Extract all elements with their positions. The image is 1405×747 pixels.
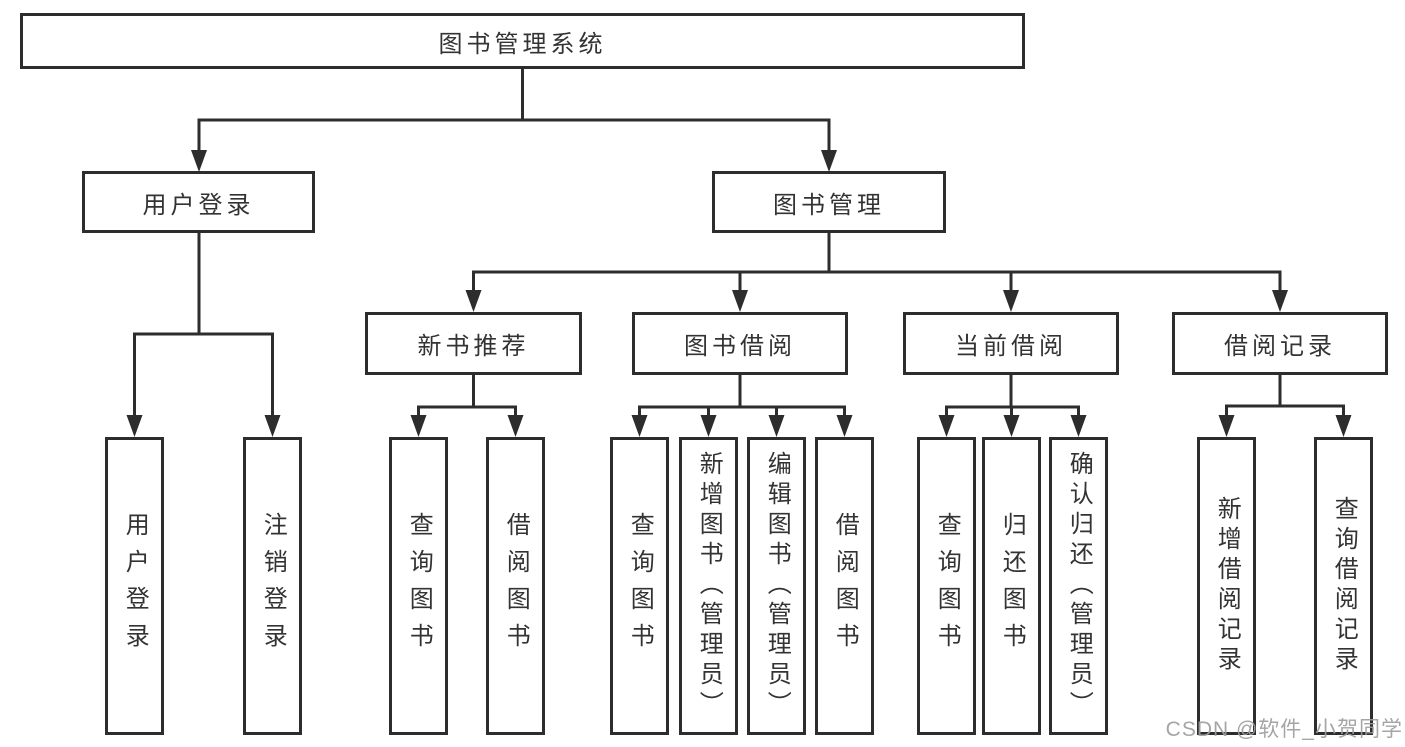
- leaf-confirm-return-admin: 确认归还（管理员）: [1049, 437, 1108, 735]
- leaf-label: 新增图书（管理员）: [695, 451, 723, 721]
- leaf-label: 借阅图书: [502, 512, 530, 660]
- leaf-label: 查询图书: [933, 512, 961, 660]
- leaf-label: 查询借阅记录: [1330, 496, 1358, 676]
- node-label: 图书管理系统: [438, 30, 607, 58]
- leaf-label: 新增借阅记录: [1213, 496, 1241, 676]
- leaf-label: 编辑图书（管理员）: [763, 451, 791, 721]
- leaf-label: 借阅图书: [831, 512, 859, 660]
- leaf-add-borrow-record: 新增借阅记录: [1197, 437, 1256, 735]
- node-label: 图书管理: [773, 191, 885, 219]
- leaf-edit-books-admin: 编辑图书（管理员）: [747, 437, 806, 735]
- leaf-query-books-current: 查询图书: [917, 437, 976, 735]
- watermark: CSDN @软件_小贺同学: [1165, 718, 1403, 741]
- leaf-label: 归还图书: [998, 512, 1026, 660]
- leaf-label: 用户登录: [121, 512, 149, 660]
- node-label: 借阅记录: [1224, 333, 1336, 360]
- node-new-book-recommendation: 新书推荐: [365, 312, 582, 375]
- node-label: 用户登录: [142, 191, 255, 219]
- leaf-label: 注销登录: [259, 512, 287, 660]
- leaf-label: 查询图书: [626, 512, 654, 660]
- node-book-borrowing: 图书借阅: [632, 312, 848, 375]
- leaf-query-books-borrow: 查询图书: [610, 437, 669, 735]
- node-book-management: 图书管理: [712, 171, 946, 233]
- arrowhead-icons: [126, 150, 1352, 437]
- node-library-system: 图书管理系统: [20, 13, 1025, 69]
- leaf-return-books: 归还图书: [982, 437, 1041, 735]
- node-label: 图书借阅: [684, 333, 796, 360]
- connector-paths: [133, 69, 1345, 420]
- leaf-label: 查询图书: [405, 512, 433, 660]
- node-label: 新书推荐: [417, 333, 530, 360]
- leaf-borrow-books-recommend: 借阅图书: [486, 437, 545, 735]
- leaf-label: 确认归还（管理员）: [1065, 451, 1093, 721]
- node-label: 当前借阅: [955, 333, 1067, 360]
- node-borrowing-records: 借阅记录: [1172, 312, 1388, 375]
- leaf-query-books-recommend: 查询图书: [389, 437, 448, 735]
- leaf-query-borrow-record: 查询借阅记录: [1314, 437, 1373, 735]
- leaf-add-books-admin: 新增图书（管理员）: [679, 437, 738, 735]
- node-user-login: 用户登录: [82, 171, 315, 233]
- node-current-borrowing: 当前借阅: [903, 312, 1119, 375]
- leaf-borrow-books: 借阅图书: [815, 437, 874, 735]
- leaf-user-login: 用户登录: [105, 437, 164, 735]
- leaf-logout: 注销登录: [243, 437, 302, 735]
